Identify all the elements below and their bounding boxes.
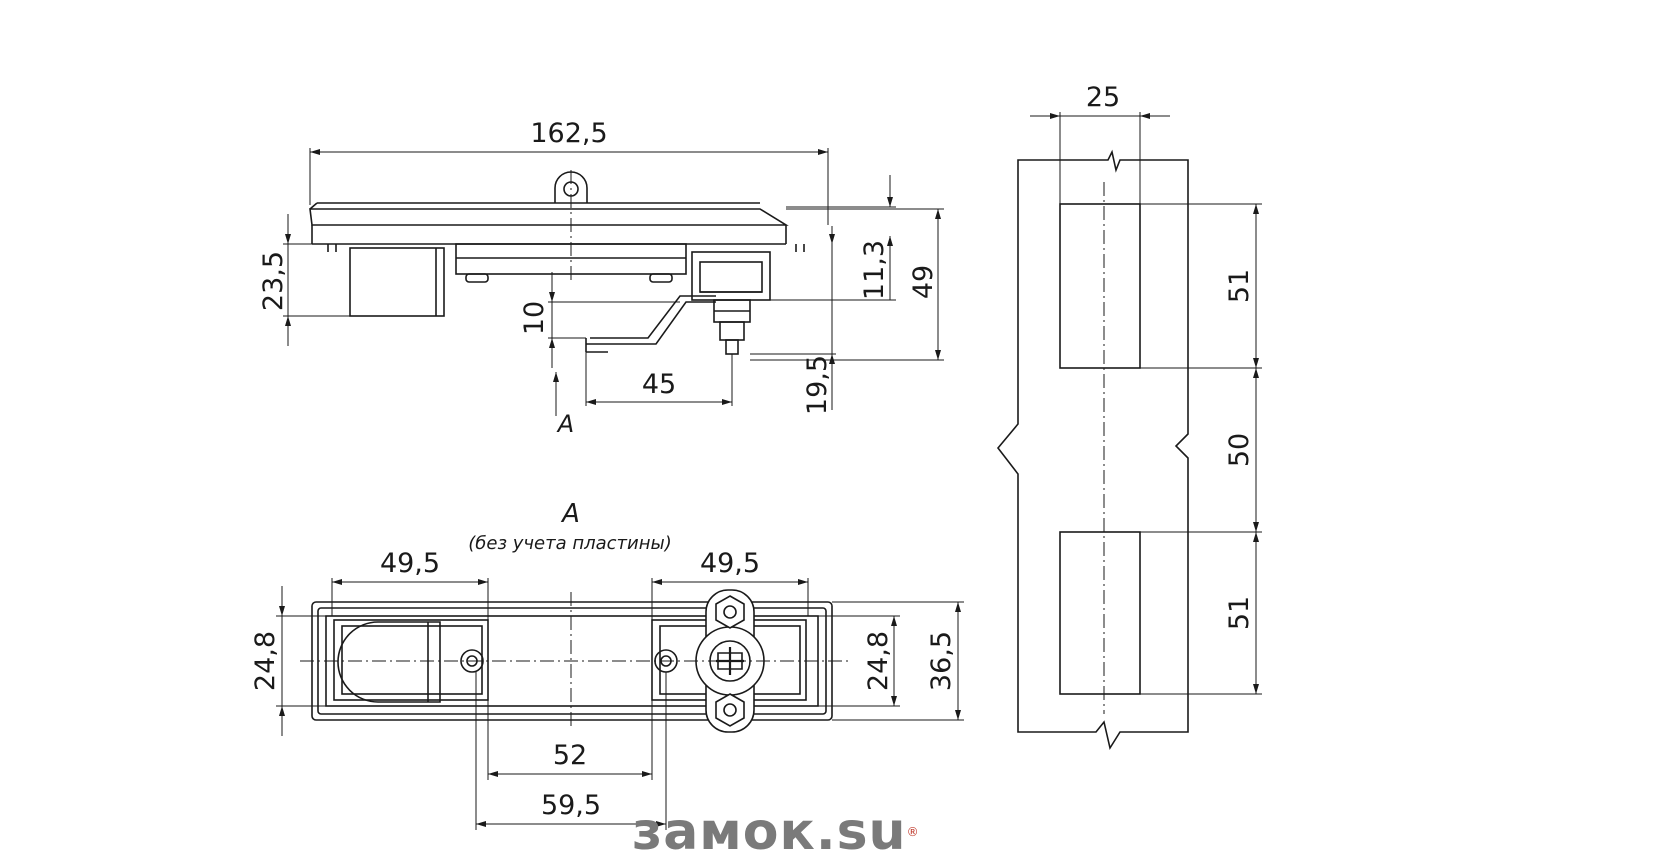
view-a: A (без учета пластины) xyxy=(250,499,964,830)
dim-23-5: 23,5 xyxy=(258,251,289,311)
dim-51-bottom: 51 xyxy=(1224,596,1255,630)
dim-11-3: 11,3 xyxy=(859,240,890,300)
dim-19-5: 19,5 xyxy=(802,355,833,415)
dim-49-5-right: 49,5 xyxy=(700,548,760,579)
dim-24-8-right: 24,8 xyxy=(863,631,894,691)
dim-10: 10 xyxy=(519,301,550,335)
view-title: A xyxy=(560,499,580,529)
dim-45: 45 xyxy=(642,369,676,400)
dim-52: 52 xyxy=(553,740,587,771)
dim-49: 49 xyxy=(908,265,939,299)
dim-162-5: 162,5 xyxy=(530,118,607,149)
dim-24-8-left: 24,8 xyxy=(250,631,281,691)
dim-25: 25 xyxy=(1086,82,1120,113)
dim-50: 50 xyxy=(1224,433,1255,467)
cutout-view: 25 51 50 51 xyxy=(996,82,1262,751)
dim-59-5: 59,5 xyxy=(541,790,601,821)
registered-mark: ® xyxy=(906,825,920,839)
view-note: (без учета пластины) xyxy=(468,533,671,554)
dim-49-5-left: 49,5 xyxy=(380,548,440,579)
dim-36-5: 36,5 xyxy=(926,631,957,691)
view-arrow-label: A xyxy=(556,410,574,438)
dim-51-top: 51 xyxy=(1224,269,1255,303)
site-logo[interactable]: замок.su® xyxy=(632,802,920,862)
logo-text: замок.su xyxy=(632,802,907,862)
side-view: 162,5 23,5 10 45 A 19,5 1 xyxy=(258,118,944,438)
